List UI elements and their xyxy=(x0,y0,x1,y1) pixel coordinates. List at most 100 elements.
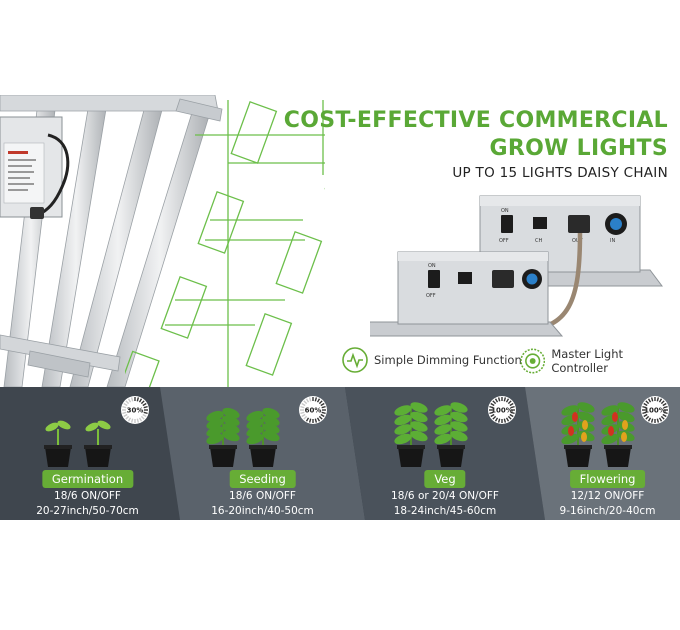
gauge-tick xyxy=(300,405,305,409)
hero-section: COST-EFFECTIVE COMMERCIAL GROW LIGHTS UP… xyxy=(0,95,680,387)
stage-schedule: 18/6 ON/OFF xyxy=(229,490,296,502)
page-title-line-2: GROW LIGHTS xyxy=(489,136,668,161)
gauge-tick xyxy=(494,417,499,422)
page-title: COST-EFFECTIVE COMMERCIAL GROW LIGHTS xyxy=(284,107,668,163)
gauge-tick xyxy=(136,418,140,423)
back-ch-label: CH xyxy=(535,238,542,244)
gauge-tick xyxy=(660,415,665,420)
sprout-pots-image xyxy=(44,420,112,467)
waveform-icon xyxy=(342,347,368,373)
gauge-tick xyxy=(663,411,668,415)
seedling-pots-image xyxy=(206,407,280,467)
gauge-tick xyxy=(127,417,132,422)
gauge-tick xyxy=(510,411,515,415)
gauge-tick xyxy=(122,405,127,409)
gauge-tick xyxy=(122,411,127,415)
plant-leaf xyxy=(434,414,452,426)
gauge-tick xyxy=(303,415,308,420)
gauge-tick xyxy=(490,413,495,418)
stage-badge: Flowering xyxy=(569,470,646,488)
pepper-fruit xyxy=(608,426,614,436)
gauge-tick xyxy=(316,417,321,422)
back-in-label: IN xyxy=(610,238,615,244)
pot xyxy=(45,447,71,467)
master-controller-image: ON OFF CH OUT IN ON OFF xyxy=(370,195,663,337)
gauge-tick xyxy=(130,418,134,423)
plant-leaf xyxy=(222,407,240,419)
gauge-tick xyxy=(125,400,130,405)
plant-leaf xyxy=(394,405,412,416)
gauge-tick xyxy=(143,405,148,409)
brightness-gauge-icon: 100% xyxy=(488,396,516,424)
plant-leaf xyxy=(617,402,635,413)
stage-distance: 18-24inch/45-60cm xyxy=(393,505,497,517)
plant-leaf xyxy=(577,402,595,413)
plant-leaf xyxy=(262,407,280,419)
gauge-tick xyxy=(140,415,145,420)
gauge-tick xyxy=(125,415,130,420)
gauge-tick xyxy=(305,398,310,403)
gauge-percent-label: 60% xyxy=(305,407,322,415)
plant-leaf xyxy=(57,420,71,430)
stage-flowering: 100% Flowering 12/12 ON/OFF 9-16inch/20-… xyxy=(535,387,680,520)
pot xyxy=(398,447,424,467)
pot-rim xyxy=(437,445,465,449)
stage-seeding: 60% Seeding 18/6 ON/OFF 16-20inch/40-50c… xyxy=(170,387,355,520)
plant-leaf xyxy=(85,422,99,432)
plant-leaf xyxy=(45,422,59,432)
plant-leaf xyxy=(206,410,224,422)
plant-leaf xyxy=(601,433,619,445)
gauge-tick xyxy=(142,413,147,418)
grow-light-fixture-image xyxy=(0,95,223,387)
pot-rim xyxy=(564,445,592,449)
gauge-percent-label: 100% xyxy=(644,407,666,415)
gauge-tick xyxy=(308,418,312,423)
gauge-tick xyxy=(494,398,499,403)
gauge-tick xyxy=(647,417,652,422)
gauge-tick xyxy=(300,411,305,415)
page-title-line-1: COST-EFFECTIVE COMMERCIAL xyxy=(283,108,668,133)
plant-leaf xyxy=(434,424,452,435)
gauge-tick xyxy=(656,418,660,423)
pot xyxy=(85,447,111,467)
gauge-tick xyxy=(663,405,668,409)
pot xyxy=(605,447,631,467)
gauge-tick xyxy=(643,402,648,407)
pot xyxy=(210,447,236,467)
gauge-tick xyxy=(490,402,495,407)
stage-schedule: 12/12 ON/OFF xyxy=(570,490,645,502)
gauge-tick xyxy=(656,397,660,402)
plant-leaf xyxy=(577,411,595,423)
gauge-tick xyxy=(321,405,326,409)
pot-rim xyxy=(249,445,277,449)
gauge-tick xyxy=(643,413,648,418)
front-off-label: OFF xyxy=(426,293,436,299)
stage-distance: 16-20inch/40-50cm xyxy=(211,505,314,517)
pepper-fruit xyxy=(568,426,574,436)
stage-veg: 100% Veg 18/6 or 20/4 ON/OFF 18-24inch/4… xyxy=(355,387,535,520)
gauge-tick xyxy=(123,402,128,407)
gauge-tick xyxy=(318,400,323,405)
gauge-percent-label: 30% xyxy=(127,407,144,415)
plant-leaf xyxy=(394,433,412,445)
stage-schedule: 18/6 ON/OFF xyxy=(54,490,121,502)
plant-leaf xyxy=(394,414,412,426)
gauge-tick xyxy=(662,413,667,418)
gauge-tick xyxy=(136,397,140,402)
gauge-tick xyxy=(492,400,497,405)
page-subtitle: UP TO 15 LIGHTS DAISY CHAIN xyxy=(452,165,668,181)
gauge-tick xyxy=(507,415,512,420)
brightness-gauge-icon: 100% xyxy=(641,396,669,424)
gauge-tick xyxy=(318,415,323,420)
front-on-label: ON xyxy=(428,263,436,269)
controller-icon xyxy=(520,348,546,374)
pot-rim xyxy=(84,445,112,449)
stage-schedule: 18/6 or 20/4 ON/OFF xyxy=(391,490,499,502)
plant-leaf xyxy=(450,411,468,423)
gauge-tick xyxy=(138,417,143,422)
stage-distance: 9-16inch/20-40cm xyxy=(559,505,656,517)
pepper-fruit xyxy=(621,432,627,442)
growth-stages-panel: 30% Germination 18/6 ON/OFF 20-27inch/50… xyxy=(0,387,680,520)
stage-badge: Seeding xyxy=(229,470,296,488)
gauge-tick xyxy=(492,415,497,420)
